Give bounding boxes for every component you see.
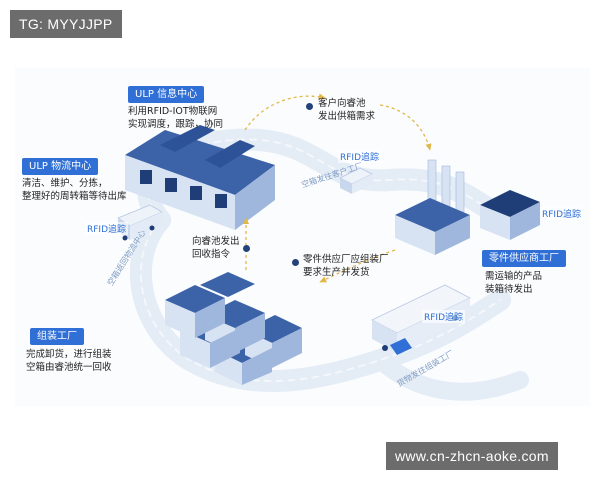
assembly-plant-description: 完成卸货，进行组装 空箱由睿池统一回收 [26, 349, 112, 373]
flow-dot-recycle [243, 245, 250, 252]
flow-arrows [242, 93, 432, 283]
logistics-center-title: ULP 物流中心 [22, 158, 99, 175]
rfid-label-bottom: RFID追踪 [422, 310, 466, 323]
flow-recycle-command: 向睿池发出 回收指令 [192, 236, 240, 260]
flow-dot-supplier [292, 259, 299, 266]
parts-supplier-factory [395, 159, 540, 255]
rfid-label-left: RFID追踪 [85, 222, 129, 235]
van-top [339, 167, 373, 194]
watermark-bottom: www.cn-zhcn-aoke.com [386, 442, 558, 470]
flow-supplier-ship: 零件供应厂应组装厂 要求生产并发货 [303, 254, 389, 278]
diagram-background [15, 68, 590, 406]
watermark-top: TG: MYYJJPP [10, 10, 122, 38]
flow-dot-customer [306, 103, 313, 110]
parts-supplier-title: 零件供应商工厂 [482, 250, 566, 267]
info-center-description: 利用RFID-IOT物联网 实现调度，跟踪，协同 [128, 106, 224, 130]
logistics-center-description: 清洁、维护、分拣， 整理好的周转箱等待出库 [22, 178, 127, 202]
info-center-title: ULP 信息中心 [128, 86, 205, 103]
parts-supplier-description: 需运输的产品 装箱待发出 [485, 271, 543, 295]
ulp-warehouse-building [125, 125, 275, 230]
rfid-label-right: RFID追踪 [540, 207, 584, 220]
assembly-plant-title: 组装工厂 [30, 328, 84, 345]
flow-customer-request: 客户向睿池 发出供箱需求 [318, 98, 376, 122]
rfid-label-top: RFID追踪 [338, 150, 382, 163]
assembly-plant-building [165, 272, 302, 385]
